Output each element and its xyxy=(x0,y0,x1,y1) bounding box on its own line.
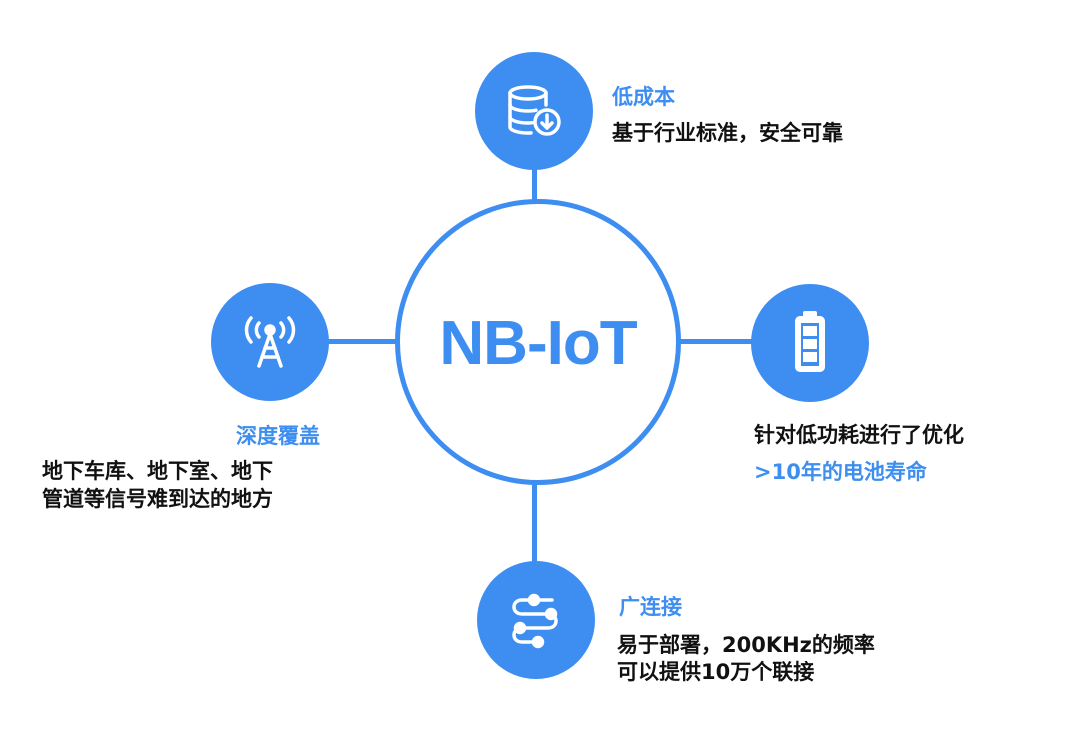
low-power-desc: 针对低功耗进行了优化 xyxy=(754,423,964,447)
deep-coverage-desc-line-1: 地下车库、地下室、地下 xyxy=(42,459,273,483)
wide-connection-desc-line-1: 易于部署，200KHz的频率 xyxy=(617,633,875,657)
battery-icon xyxy=(778,307,842,379)
node-low-power xyxy=(751,284,869,402)
center-circle: NB-IoT xyxy=(395,199,681,485)
signal-tower-icon xyxy=(238,310,302,374)
wide-connection-title: 广连接 xyxy=(619,595,682,619)
node-low-cost xyxy=(475,52,593,170)
connector-bottom xyxy=(532,482,537,564)
connections-icon xyxy=(504,588,568,652)
deep-coverage-title: 深度覆盖 xyxy=(236,424,320,448)
database-download-icon xyxy=(502,79,566,143)
low-cost-title: 低成本 xyxy=(612,85,675,109)
node-deep-coverage xyxy=(211,283,329,401)
connector-left xyxy=(326,339,398,344)
wide-connection-desc-line-2: 可以提供10万个联接 xyxy=(617,660,815,684)
low-cost-desc: 基于行业标准，安全可靠 xyxy=(612,121,843,145)
battery-life-text: >10年的电池寿命 xyxy=(754,460,927,484)
connector-top xyxy=(532,168,537,202)
deep-coverage-desc-line-2: 管道等信号难到达的地方 xyxy=(42,487,273,511)
center-title: NB-IoT xyxy=(439,308,637,378)
connector-right xyxy=(670,339,754,344)
node-wide-connection xyxy=(477,561,595,679)
